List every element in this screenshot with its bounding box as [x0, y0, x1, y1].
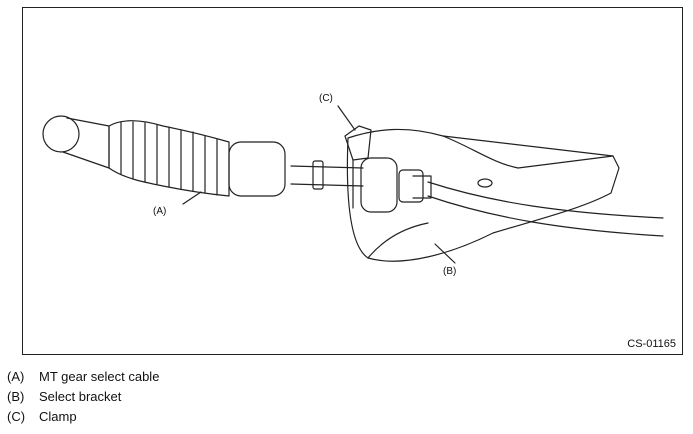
- callout-c: (C): [319, 93, 333, 104]
- ball-joint-link: [62, 117, 110, 169]
- cable-sleeve: [228, 141, 286, 197]
- cable-outer: [427, 181, 664, 219]
- cable-lock: [412, 175, 432, 199]
- leader-a: [182, 191, 202, 205]
- legend-item: (B) Select bracket: [7, 387, 159, 407]
- legend-key: (C): [7, 409, 26, 424]
- legend-text: MT gear select cable: [39, 369, 160, 384]
- legend-key: (A): [7, 369, 25, 384]
- select-bracket: [346, 128, 620, 262]
- callout-a: (A): [153, 206, 166, 217]
- legend: (A) MT gear select cable (B) Select brac…: [7, 367, 159, 427]
- leader-c: [337, 105, 356, 131]
- legend-item: (A) MT gear select cable: [7, 367, 159, 387]
- figure-code: CS-01165: [627, 338, 676, 350]
- legend-text: Clamp: [39, 409, 77, 424]
- clamp: [344, 125, 372, 161]
- legend-key: (B): [7, 389, 25, 404]
- rod-upper: [290, 165, 364, 169]
- legend-text: Select bracket: [39, 389, 122, 404]
- cable-boss: [360, 157, 398, 213]
- select-bracket-flange: [442, 135, 614, 157]
- cable-collar: [398, 169, 424, 203]
- leader-b: [434, 243, 456, 264]
- rod-lower: [290, 183, 364, 187]
- ball-joint: [42, 115, 80, 153]
- rod-ring: [312, 160, 324, 190]
- cable-illustration: (A) (B) (C): [42, 93, 664, 277]
- bracket-hole: [477, 178, 493, 188]
- boot-ribs: [120, 121, 218, 196]
- callout-b: (B): [443, 266, 456, 277]
- select-bracket-lower-edge: [367, 222, 429, 259]
- legend-item: (C) Clamp: [7, 407, 159, 427]
- diagram-frame: (A) (B) (C) CS-01165: [22, 7, 683, 355]
- rubber-boot: [108, 120, 230, 197]
